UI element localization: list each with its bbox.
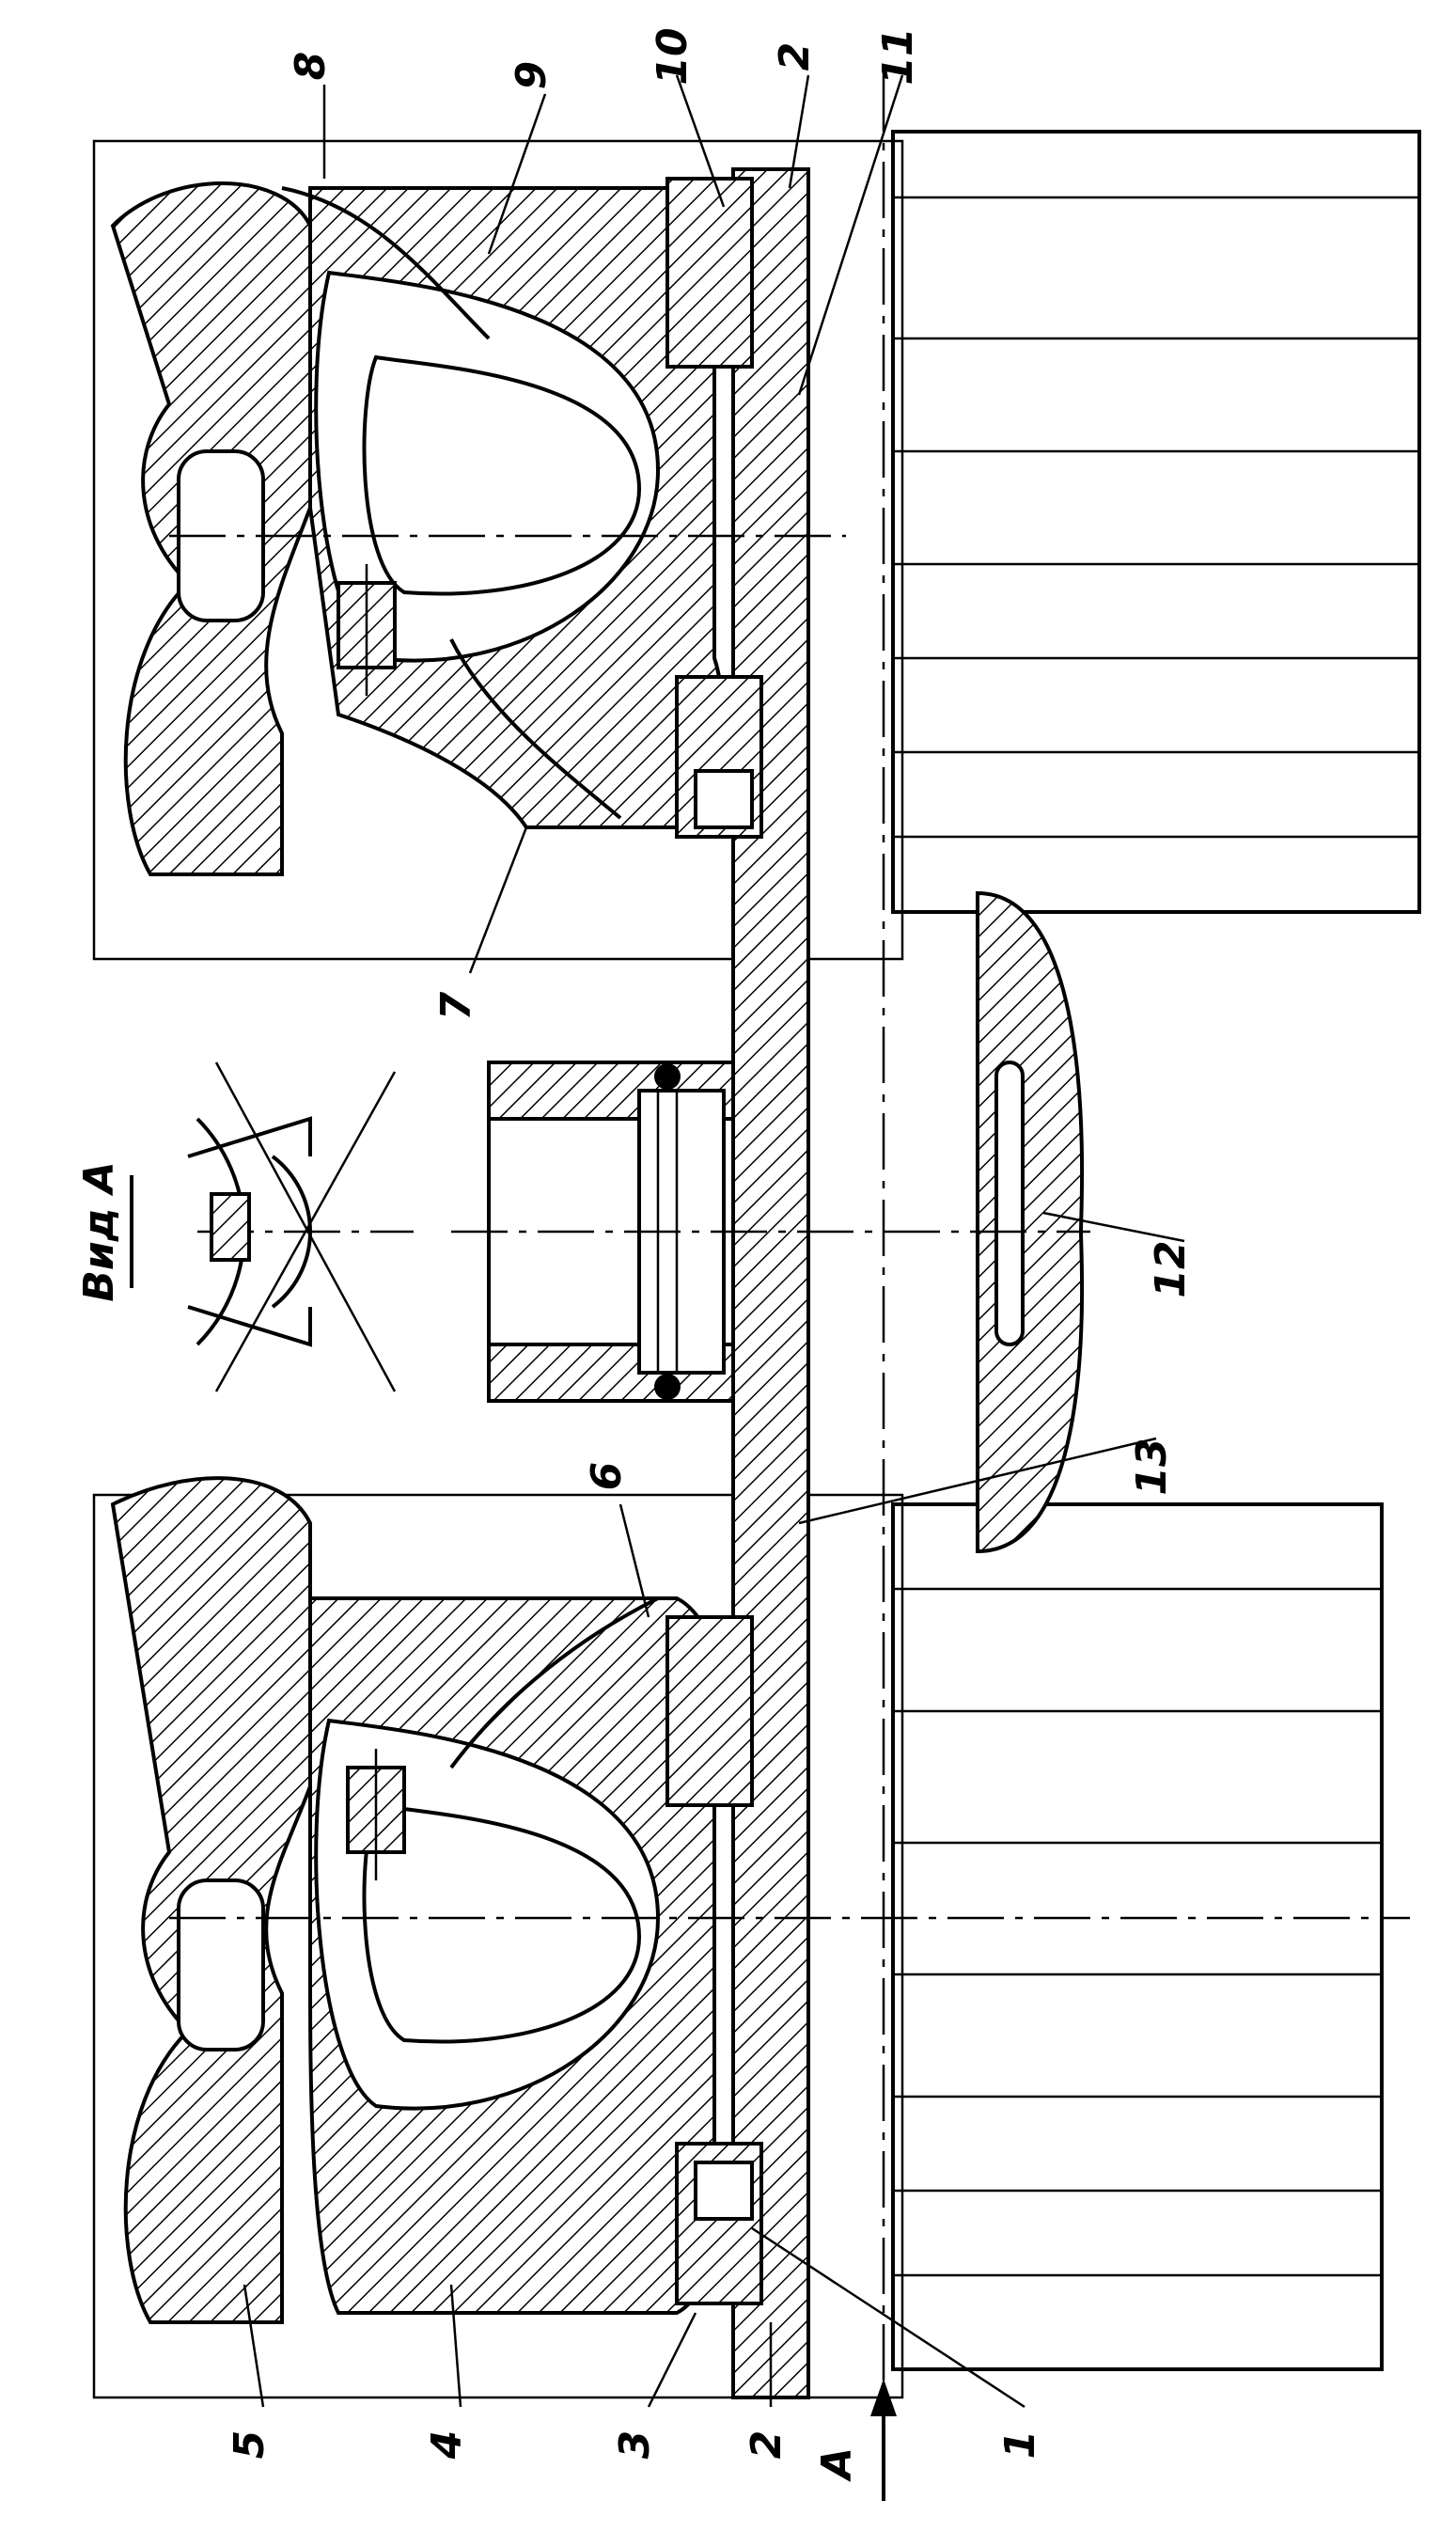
callout-12: 12 bbox=[1147, 1240, 1195, 1297]
center-spacer-12 bbox=[976, 890, 1085, 1554]
callout-10: 10 bbox=[649, 27, 697, 85]
callout-1: 1 bbox=[996, 2430, 1044, 2460]
arrow-a-label: А bbox=[813, 2447, 861, 2482]
tyre-profile-top bbox=[891, 130, 1421, 914]
hub-assembly-top bbox=[110, 177, 846, 876]
callout-labels: 8 9 10 2 11 7 12 13 6 1 2 3 4 5 Вид А А bbox=[75, 27, 1195, 2482]
callout-11: 11 bbox=[874, 27, 922, 85]
callout-8: 8 bbox=[287, 52, 335, 81]
axle-shaft bbox=[731, 75, 885, 2501]
callout-13: 13 bbox=[1128, 1438, 1176, 1495]
hub-assembly-bottom bbox=[110, 1476, 1410, 2324]
tyre-profile-bottom bbox=[891, 1502, 1384, 2371]
callout-9: 9 bbox=[508, 61, 556, 90]
callout-2b: 2 bbox=[743, 2430, 791, 2460]
wheel-frame-top bbox=[92, 139, 904, 961]
wheel-frame-bottom bbox=[92, 1493, 904, 2399]
callout-5: 5 bbox=[226, 2430, 274, 2460]
leader-lines bbox=[243, 74, 1185, 2409]
arrow-a bbox=[870, 2379, 897, 2501]
callout-2a: 2 bbox=[771, 42, 819, 71]
callout-4: 4 bbox=[423, 2430, 471, 2460]
callout-7: 7 bbox=[432, 991, 480, 1020]
view-a-label: Вид А bbox=[75, 1161, 123, 1301]
view-a-detail bbox=[130, 1061, 414, 1392]
callout-6: 6 bbox=[583, 1462, 631, 1491]
center-pipe bbox=[451, 1061, 1090, 1403]
callout-3: 3 bbox=[611, 2430, 659, 2460]
